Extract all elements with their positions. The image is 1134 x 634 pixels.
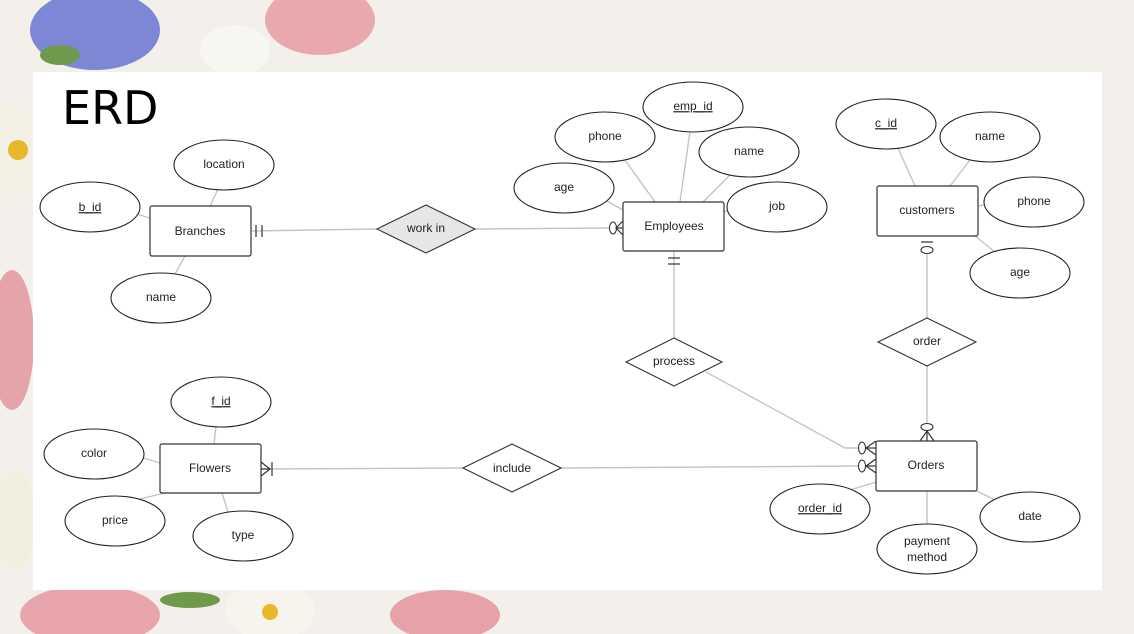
relationship-label: work in [406,221,445,235]
entity-flowers[interactable]: Flowers [159,443,262,494]
relationship-process[interactable]: process [624,337,724,387]
attribute-label: job [768,199,785,213]
attribute-c-id[interactable]: c_id [835,98,937,150]
relationship-lines [250,227,928,470]
entity-customers[interactable]: customers [876,185,979,237]
attribute-color[interactable]: color [43,428,145,480]
attribute-order-id[interactable]: order_id [769,483,871,535]
attribute-label: c_id [875,116,897,130]
entity-label: Orders [908,458,945,472]
attribute-payment-method[interactable]: payment method [876,523,978,575]
attribute-date[interactable]: date [979,491,1081,543]
relationship-label: process [653,354,695,368]
attribute-label: age [1010,265,1030,279]
diagram-title: ERD [62,81,158,135]
cardinality-markers [255,220,935,477]
attribute-customer-age[interactable]: age [969,247,1071,299]
entity-orders[interactable]: Orders [875,440,978,492]
attribute-label: f_id [211,394,230,408]
floral-border-decoration [0,0,500,634]
attribute-label: b_id [79,200,102,214]
attribute-label: name [146,290,176,304]
entity-label: customers [899,203,954,217]
attribute-label: price [102,513,128,527]
attribute-label: order_id [798,501,842,515]
attribute-customer-name[interactable]: name [939,111,1041,163]
attribute-label: emp_id [673,99,712,113]
attribute-employee-age[interactable]: age [513,162,615,214]
attribute-label: color [81,446,107,460]
attribute-price[interactable]: price [64,495,166,547]
attribute-job[interactable]: job [726,181,828,233]
attribute-label: payment [904,534,951,548]
attribute-employee-phone[interactable]: phone [554,111,656,163]
attribute-employee-name[interactable]: name [698,126,800,178]
entity-label: Employees [644,219,703,233]
entity-branches[interactable]: Branches [149,205,252,257]
relationship-label: order [913,334,941,348]
attribute-location[interactable]: location [173,139,275,191]
attribute-b-id[interactable]: b_id [39,181,141,233]
relationship-order[interactable]: order [876,317,978,367]
attribute-label: name [975,129,1005,143]
attribute-label: method [907,550,947,564]
attribute-label: location [203,157,244,171]
entity-employees[interactable]: Employees [622,201,725,252]
relationship-work-in[interactable]: work in [375,204,477,254]
attribute-label: age [554,180,574,194]
attribute-emp-id[interactable]: emp_id [642,81,744,133]
relationship-include[interactable]: include [461,443,563,493]
attribute-lines [129,130,996,525]
attribute-customer-phone[interactable]: phone [983,176,1085,228]
attribute-label: phone [1017,194,1051,208]
attribute-label: name [734,144,764,158]
attribute-type[interactable]: type [192,510,294,562]
attribute-label: date [1018,509,1042,523]
entity-label: Branches [175,224,226,238]
attribute-label: phone [588,129,622,143]
attribute-branch-name[interactable]: name [110,272,212,324]
entity-label: Flowers [189,461,231,475]
attribute-label: type [232,528,255,542]
attribute-f-id[interactable]: f_id [170,376,272,428]
relationship-label: include [493,461,531,475]
